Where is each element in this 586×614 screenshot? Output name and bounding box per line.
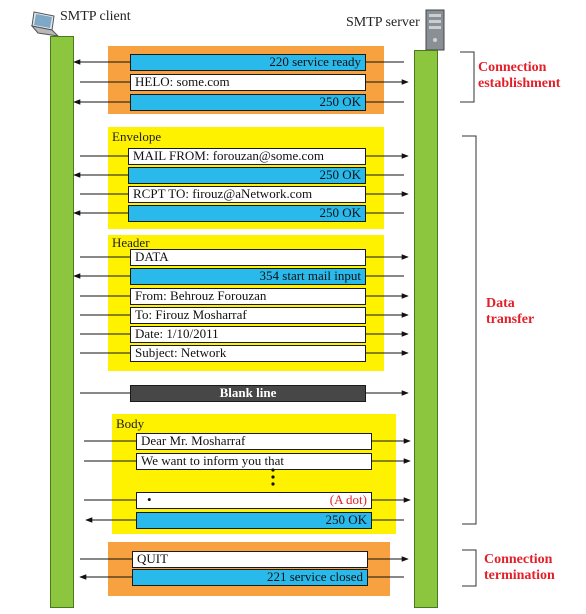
ellipsis-vertical-icon — [271, 468, 275, 486]
msg-service-ready: 220 service ready — [130, 54, 366, 71]
phase-transfer-line2: transfer — [486, 312, 535, 327]
phase-transfer-line1: Data — [486, 296, 515, 311]
phase-termination-line1: Connection — [484, 552, 553, 567]
phase-establishment-line1: Connection — [478, 60, 547, 75]
msg-quit: QUIT — [132, 551, 368, 568]
phase-establishment-line2: establishment — [478, 76, 561, 91]
msg-blank-line: Blank line — [130, 385, 366, 402]
msg-dear: Dear Mr. Mosharraf — [136, 433, 372, 450]
header-title: Header — [112, 235, 150, 250]
termination-bracket — [462, 549, 477, 587]
msg-rcpt-to: RCPT TO: firouz@aNetwork.com — [128, 186, 366, 203]
phase-termination-line2: termination — [484, 568, 555, 583]
server-label: SMTP server — [346, 15, 420, 30]
server-tower-icon — [425, 9, 445, 51]
msg-closed: 221 service closed — [132, 569, 368, 586]
phase-transfer: Data transfer — [486, 296, 534, 328]
msg-ok2: 250 OK — [128, 167, 366, 184]
msg-subject: Subject: Network — [130, 345, 366, 362]
establishment-bracket — [460, 51, 475, 103]
dot-label: (A dot) — [329, 492, 367, 507]
envelope-title: Envelope — [112, 129, 162, 144]
dot-bullet: • — [147, 492, 152, 507]
msg-inform: We want to inform you that — [136, 453, 372, 470]
msg-dot: • (A dot) — [136, 492, 372, 509]
msg-mail-from: MAIL FROM: forouzan@some.com — [128, 148, 366, 165]
phase-establishment: Connection establishment — [478, 60, 560, 92]
phase-termination: Connection termination — [484, 552, 555, 584]
msg-ok3: 250 OK — [128, 205, 366, 222]
msg-ok1: 250 OK — [130, 94, 366, 111]
msg-to: To: Firouz Mosharraf — [130, 307, 366, 324]
laptop-icon — [30, 11, 60, 37]
msg-helo: HELO: some.com — [130, 74, 366, 91]
client-lifeline — [50, 36, 74, 608]
msg-ok4: 250 OK — [136, 512, 372, 529]
transfer-bracket — [462, 135, 477, 525]
client-label: SMTP client — [60, 9, 131, 24]
body-title: Body — [116, 416, 145, 431]
server-lifeline — [414, 50, 438, 608]
msg-start-mail: 354 start mail input — [130, 268, 366, 285]
msg-data: DATA — [130, 249, 366, 266]
msg-from: From: Behrouz Forouzan — [130, 288, 366, 305]
msg-date: Date: 1/10/2011 — [130, 326, 366, 343]
